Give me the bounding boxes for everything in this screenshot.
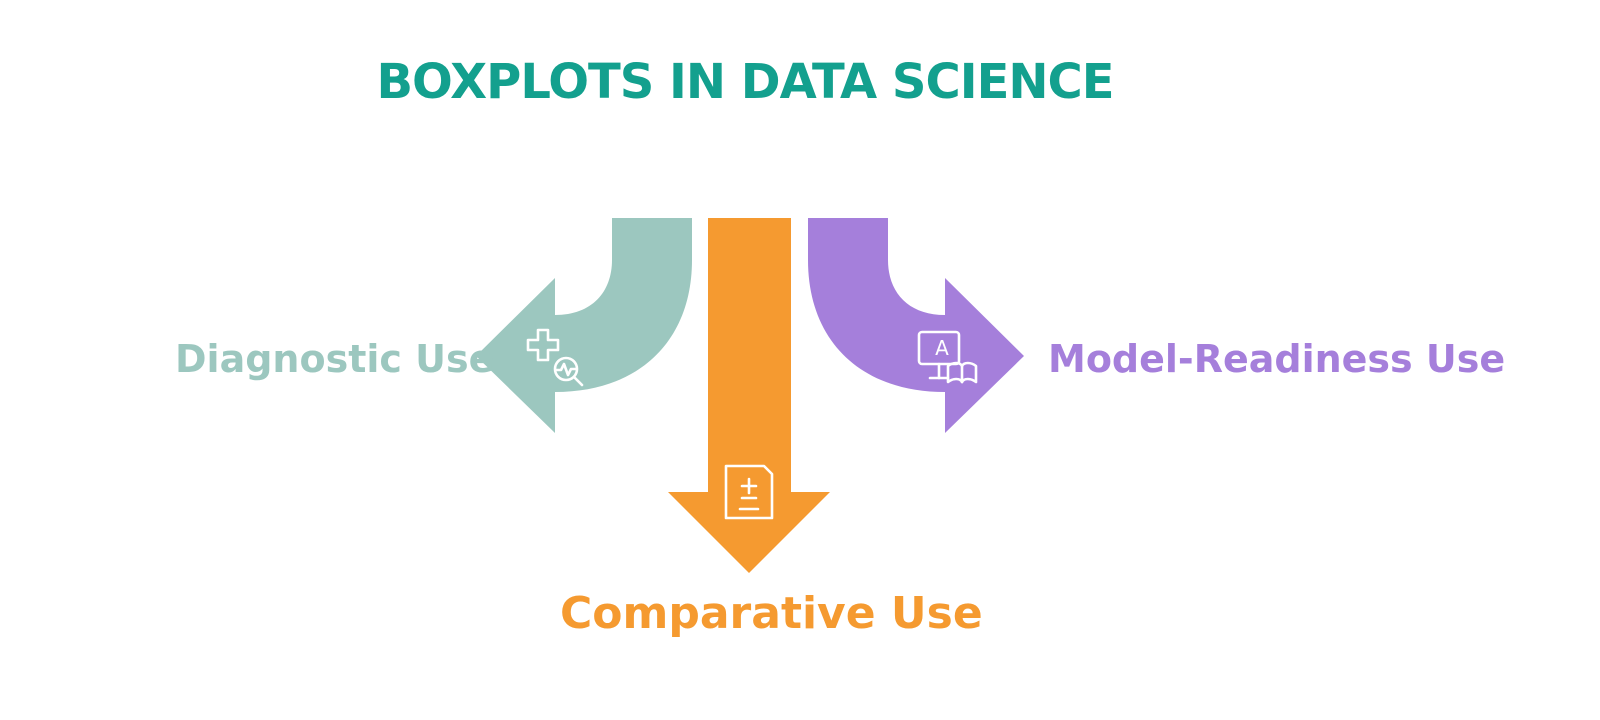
health-analysis-icon	[526, 328, 584, 387]
plus-minus-document-icon	[724, 464, 774, 520]
model-readiness-use-label: Model-Readiness Use	[1048, 337, 1506, 381]
comparative-arrow	[668, 218, 830, 573]
comparative-use-label: Comparative Use	[560, 588, 983, 639]
diagnostic-use-label: Diagnostic Use	[175, 337, 495, 381]
monitor-book-icon	[917, 330, 978, 384]
monitor-letter-glyph: A	[935, 336, 949, 360]
diagram-title: BOXPLOTS IN DATA SCIENCE	[376, 54, 1114, 110]
diagnostic-arrow	[476, 218, 692, 433]
model-readiness-arrow	[808, 218, 1024, 433]
